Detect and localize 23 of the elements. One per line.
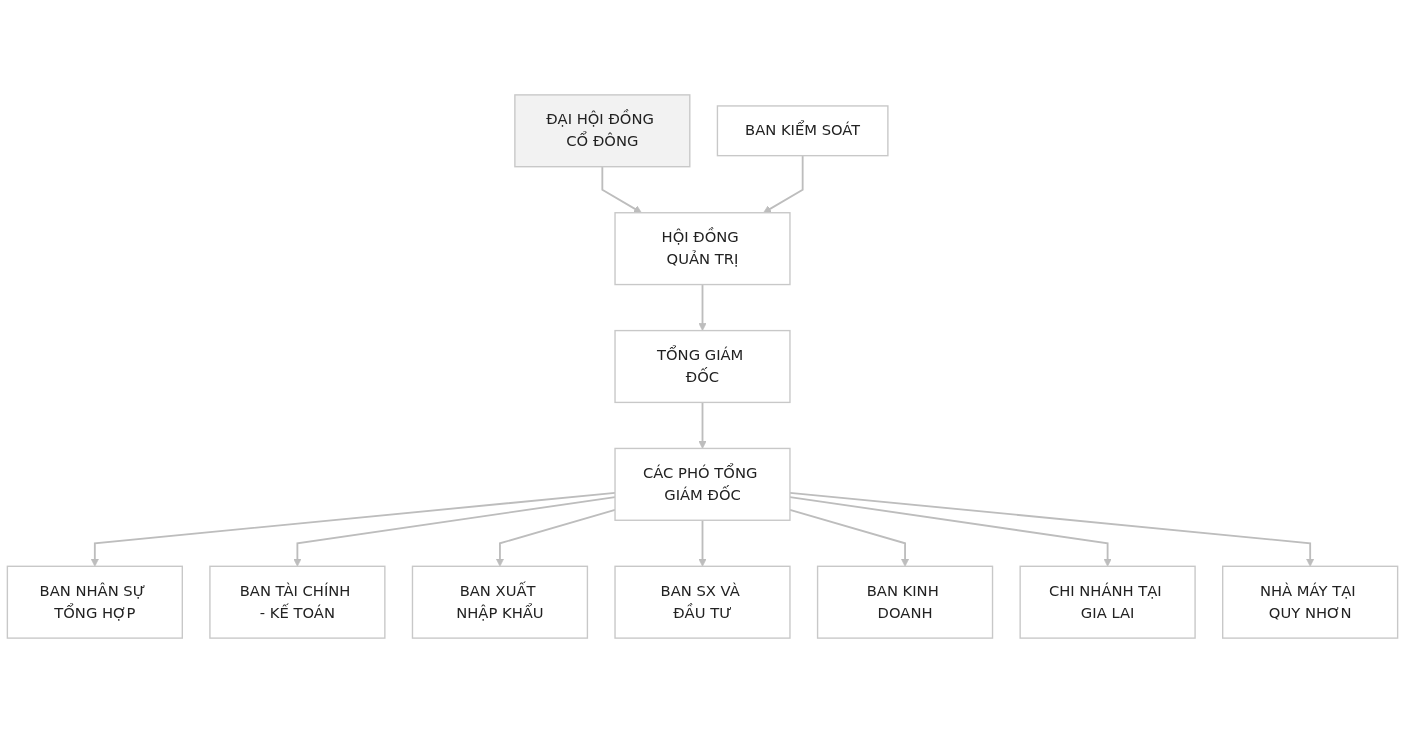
node-box: ĐẠI HỘI ĐỒNG CỔ ĐÔNG — [514, 94, 691, 168]
node-box: NHÀ MÁY TẠI QUY NHƠN — [1222, 565, 1399, 639]
arrow — [698, 283, 707, 331]
arrow — [789, 491, 1315, 567]
node-box: BAN KIỂM SOÁT — [716, 105, 889, 157]
node-box: CHI NHÁNH TẠI GIA LAI — [1019, 565, 1196, 639]
arrow — [789, 508, 910, 567]
arrow — [698, 401, 707, 449]
node-box: BAN NHÂN SỰ TỔNG HỢP — [6, 565, 183, 639]
node-box: BAN TÀI CHÍNH - KẾ TOÁN — [209, 565, 386, 639]
arrow — [495, 508, 616, 567]
node-box: BAN KINH DOANH — [816, 565, 994, 639]
arrow — [789, 496, 1112, 567]
node-box: BAN SX VÀ ĐẦU TƯ — [614, 565, 791, 639]
arrow — [90, 491, 616, 567]
node-box: BAN XUẤT NHẬP KHẨU — [411, 565, 589, 639]
arrow — [601, 165, 642, 214]
node-box: TỔNG GIÁM ĐỐC — [614, 329, 791, 404]
arrow — [293, 496, 616, 567]
arrow — [763, 154, 804, 214]
node-box: CÁC PHÓ TỔNG GIÁM ĐỐC — [614, 447, 791, 521]
node-box: HỘI ĐỒNG QUẢN TRỊ — [614, 212, 791, 286]
arrow — [698, 519, 707, 567]
